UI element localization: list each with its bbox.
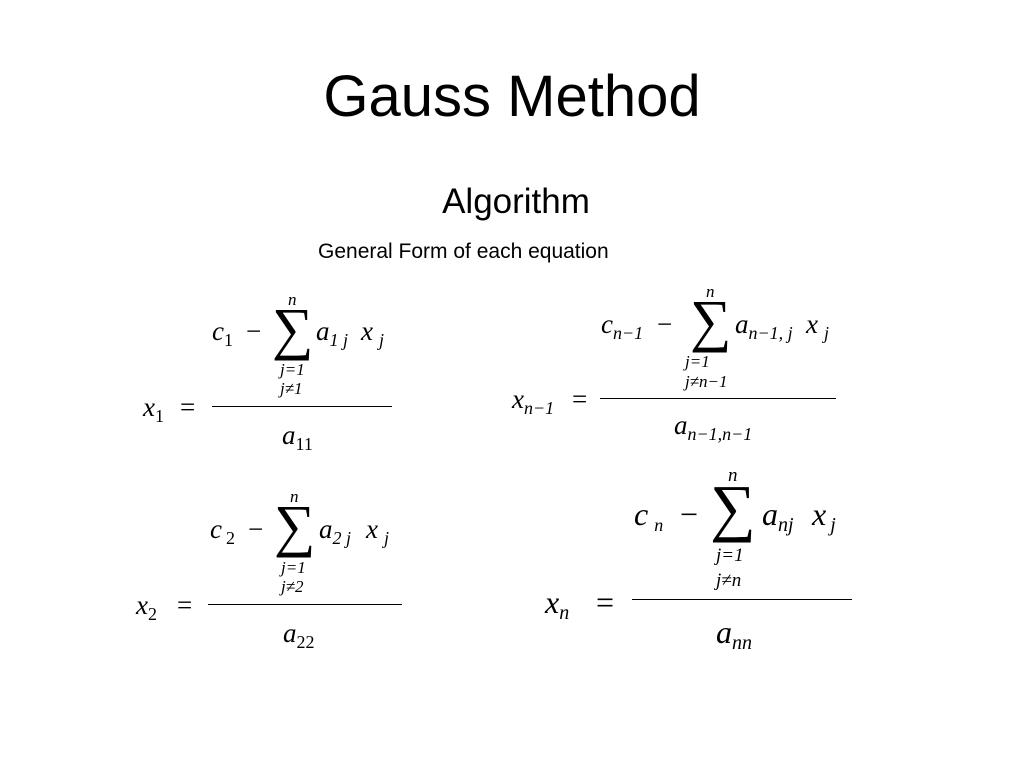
- sigma-lower-limit: j=1: [716, 545, 744, 566]
- lhs-variable: xn: [545, 584, 570, 624]
- denominator-a: ann: [716, 614, 752, 654]
- sigma-upper-limit: n: [290, 487, 299, 506]
- slide-caption: General Form of each equation: [318, 240, 609, 263]
- sigma-upper-limit: n: [728, 465, 738, 486]
- sigma-lower-limit: j=1: [685, 352, 710, 371]
- numerator-c: cn−1: [601, 309, 644, 343]
- sigma-upper-limit: n: [706, 282, 715, 301]
- minus-sign: −: [248, 514, 264, 544]
- equals-sign: =: [572, 384, 588, 414]
- sigma-upper-limit: n: [288, 290, 297, 309]
- numerator-c: c1: [212, 316, 233, 350]
- sigma-lower-limit: j=1: [280, 360, 305, 379]
- sigma-symbol: ∑: [710, 472, 756, 543]
- equals-sign: =: [180, 392, 196, 422]
- lhs-variable: xn−1: [512, 384, 555, 418]
- sigma-symbol: ∑: [274, 493, 316, 558]
- lhs-variable: x1: [143, 392, 164, 426]
- fraction-bar: [212, 406, 392, 407]
- denominator-a: a11: [282, 420, 313, 454]
- equals-sign: =: [596, 584, 615, 620]
- sigma-exclusion: j≠n: [716, 570, 742, 591]
- sigma-exclusion: j≠n−1: [685, 372, 728, 391]
- minus-sign: −: [246, 316, 262, 346]
- term-a: a1 j: [316, 316, 349, 350]
- sigma-lower-limit: j=1: [281, 558, 306, 577]
- equals-sign: =: [177, 590, 193, 620]
- sigma-symbol: ∑: [690, 288, 732, 353]
- sigma-symbol: ∑: [272, 296, 314, 361]
- sigma-exclusion: j≠1: [280, 379, 303, 398]
- lhs-variable: x2: [136, 590, 157, 624]
- slide-subtitle: Algorithm: [442, 182, 590, 221]
- fraction-bar: [600, 398, 836, 399]
- minus-sign: −: [657, 309, 673, 339]
- term-a: a2 j: [319, 514, 352, 548]
- denominator-a: a22: [283, 618, 315, 652]
- slide-title: Gauss Method: [323, 64, 701, 129]
- sigma-exclusion: j≠2: [281, 577, 304, 596]
- minus-sign: −: [680, 496, 699, 532]
- fraction-bar: [208, 604, 402, 605]
- term-a: an−1, j: [735, 309, 793, 343]
- term-a: anj: [762, 496, 794, 536]
- denominator-a: an−1,n−1: [674, 410, 753, 444]
- fraction-bar: [632, 599, 852, 600]
